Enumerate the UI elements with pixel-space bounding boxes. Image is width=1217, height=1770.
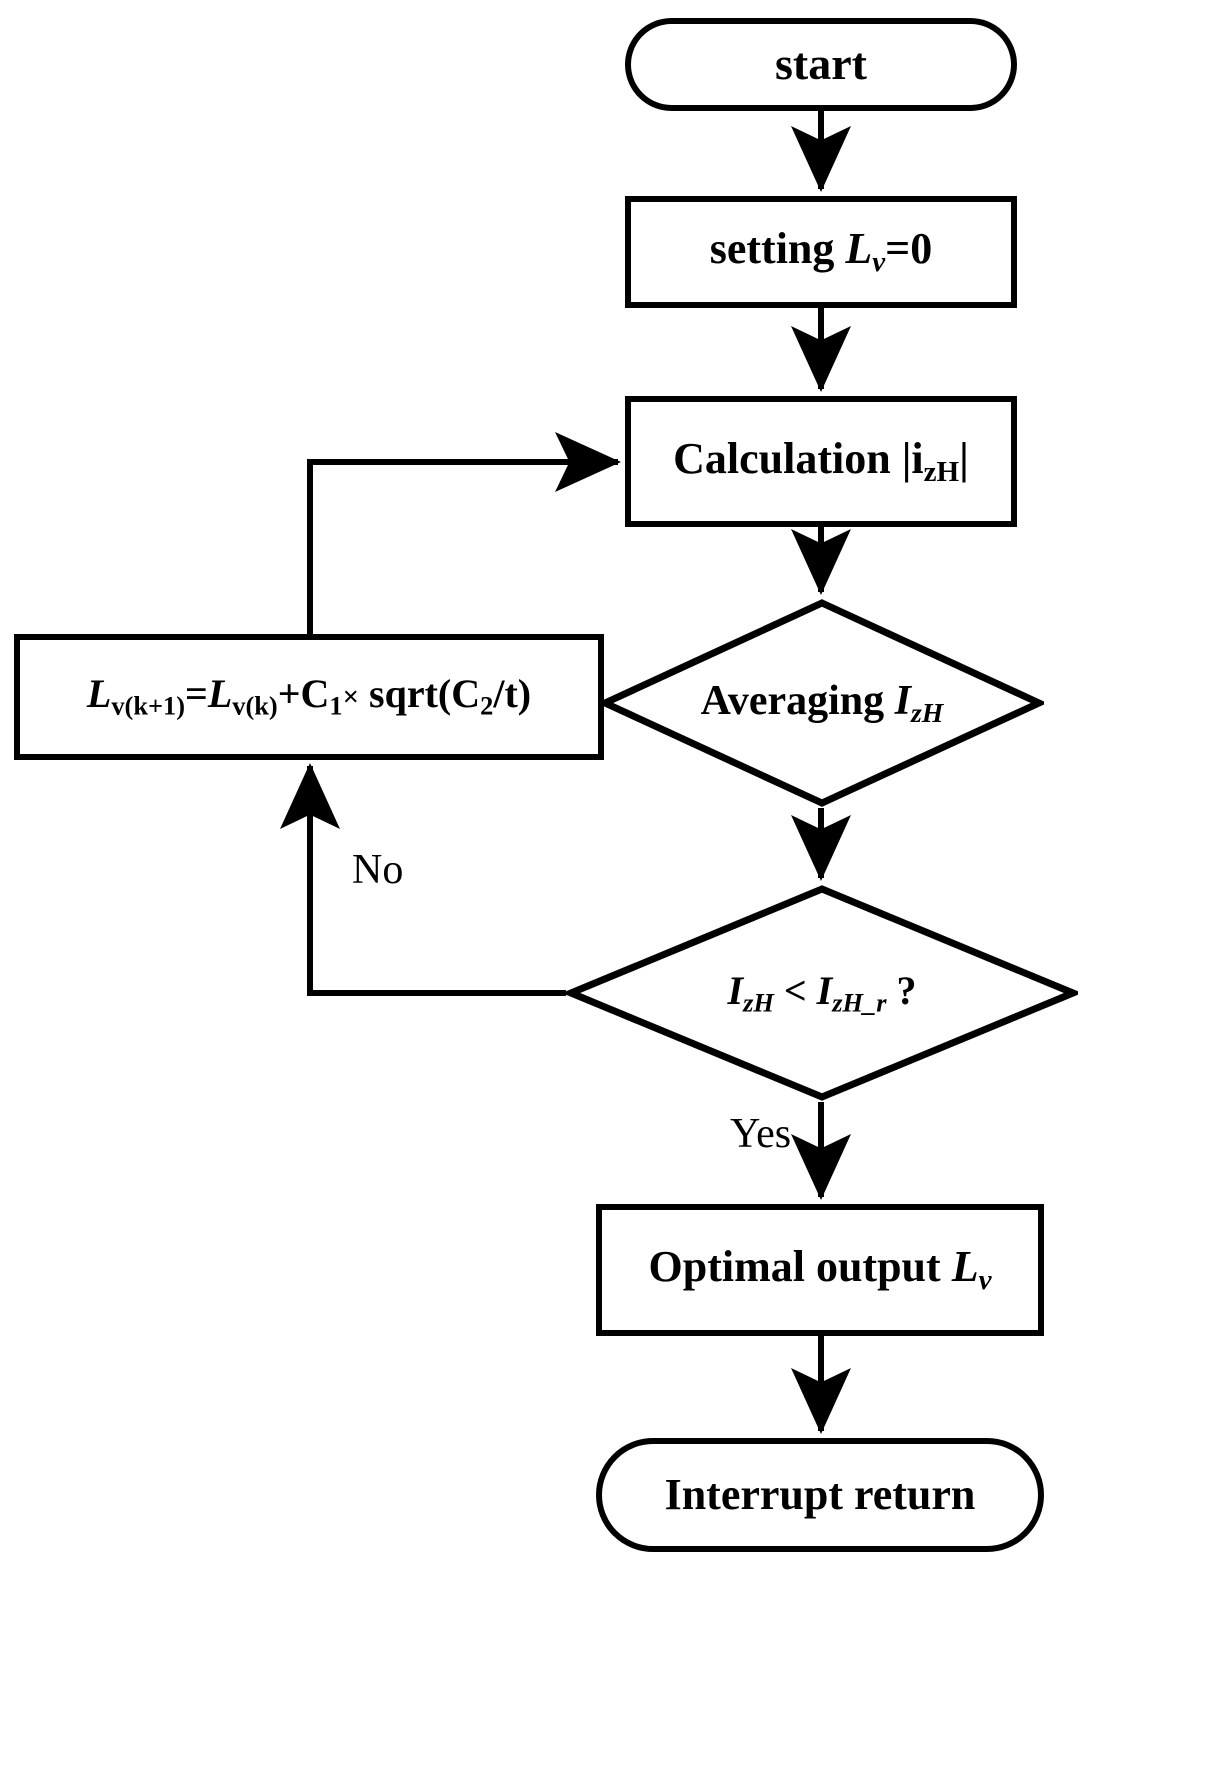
cmp-tail: ? bbox=[886, 968, 917, 1014]
avg-var: I bbox=[894, 678, 912, 725]
upd-c1-sub: 1 bbox=[329, 690, 343, 721]
node-interrupt-return[interactable]: Interrupt return bbox=[596, 1438, 1044, 1552]
node-compare-izh[interactable]: IzH < IzH_r ? bbox=[566, 884, 1078, 1102]
edge-label-no: No bbox=[352, 847, 404, 893]
node-averaging-izh[interactable]: Averaging IzH bbox=[600, 598, 1044, 808]
upd-close: /t) bbox=[493, 671, 532, 717]
upd-lhs-sub: v(k+1) bbox=[111, 690, 186, 721]
avg-var-sub: zH bbox=[911, 696, 944, 728]
calc-sub: zH bbox=[923, 455, 960, 488]
cmp-rhs: I bbox=[816, 968, 833, 1014]
edge-compare-no-to-update bbox=[280, 763, 566, 996]
setting-tail: =0 bbox=[885, 224, 933, 274]
opt-var-sub: v bbox=[978, 1264, 992, 1297]
calc-lead: Calculation |i bbox=[673, 433, 924, 483]
node-setting-lv-label: setting Lv=0 bbox=[710, 226, 933, 278]
node-interrupt-return-label: Interrupt return bbox=[664, 1469, 976, 1519]
cmp-lhs: I bbox=[727, 968, 744, 1014]
node-optimal-output[interactable]: Optimal output Lv bbox=[596, 1204, 1044, 1336]
upd-c2-sub: 2 bbox=[480, 690, 494, 721]
opt-var: L bbox=[951, 1242, 979, 1292]
node-averaging-izh-label: Averaging IzH bbox=[701, 677, 944, 729]
compare-diamond-shape bbox=[566, 884, 1078, 1102]
node-start-label: start bbox=[775, 38, 867, 90]
cmp-rhs-sub: zH_r bbox=[832, 987, 887, 1018]
node-update-formula-label: Lv(k+1)=Lv(k)+C1× sqrt(C2/t) bbox=[87, 673, 531, 720]
upd-eq: = bbox=[185, 671, 208, 717]
node-calculation-izh-label: Calculation |izH| bbox=[673, 433, 969, 488]
upd-c1: C bbox=[300, 671, 330, 717]
upd-plus: + bbox=[277, 671, 301, 717]
upd-rhs-var: L bbox=[207, 671, 233, 717]
setting-var-sub: v bbox=[872, 246, 886, 279]
node-start[interactable]: start bbox=[625, 18, 1017, 111]
setting-var: L bbox=[845, 224, 873, 274]
setting-lead: setting bbox=[709, 224, 846, 274]
upd-times: × bbox=[342, 681, 360, 714]
edge-update-to-calculation bbox=[307, 432, 621, 634]
node-optimal-output-label: Optimal output Lv bbox=[649, 1244, 992, 1296]
calc-tail: | bbox=[959, 433, 969, 483]
node-calculation-izh[interactable]: Calculation |izH| bbox=[625, 396, 1017, 527]
upd-sqrt: sqrt(C bbox=[359, 671, 481, 717]
upd-lhs-var: L bbox=[86, 671, 112, 717]
edge-label-yes: Yes bbox=[730, 1111, 792, 1157]
cmp-lhs-sub: zH bbox=[743, 987, 774, 1018]
node-compare-izh-label: IzH < IzH_r ? bbox=[727, 967, 916, 1018]
node-update-formula[interactable]: Lv(k+1)=Lv(k)+C1× sqrt(C2/t) bbox=[14, 634, 604, 760]
opt-lead: Optimal output bbox=[648, 1242, 952, 1292]
avg-lead: Averaging bbox=[700, 678, 895, 725]
upd-rhs-sub: v(k) bbox=[232, 690, 278, 721]
node-setting-lv[interactable]: setting Lv=0 bbox=[625, 196, 1017, 308]
averaging-diamond-shape bbox=[600, 598, 1044, 808]
cmp-op: < bbox=[773, 968, 817, 1014]
